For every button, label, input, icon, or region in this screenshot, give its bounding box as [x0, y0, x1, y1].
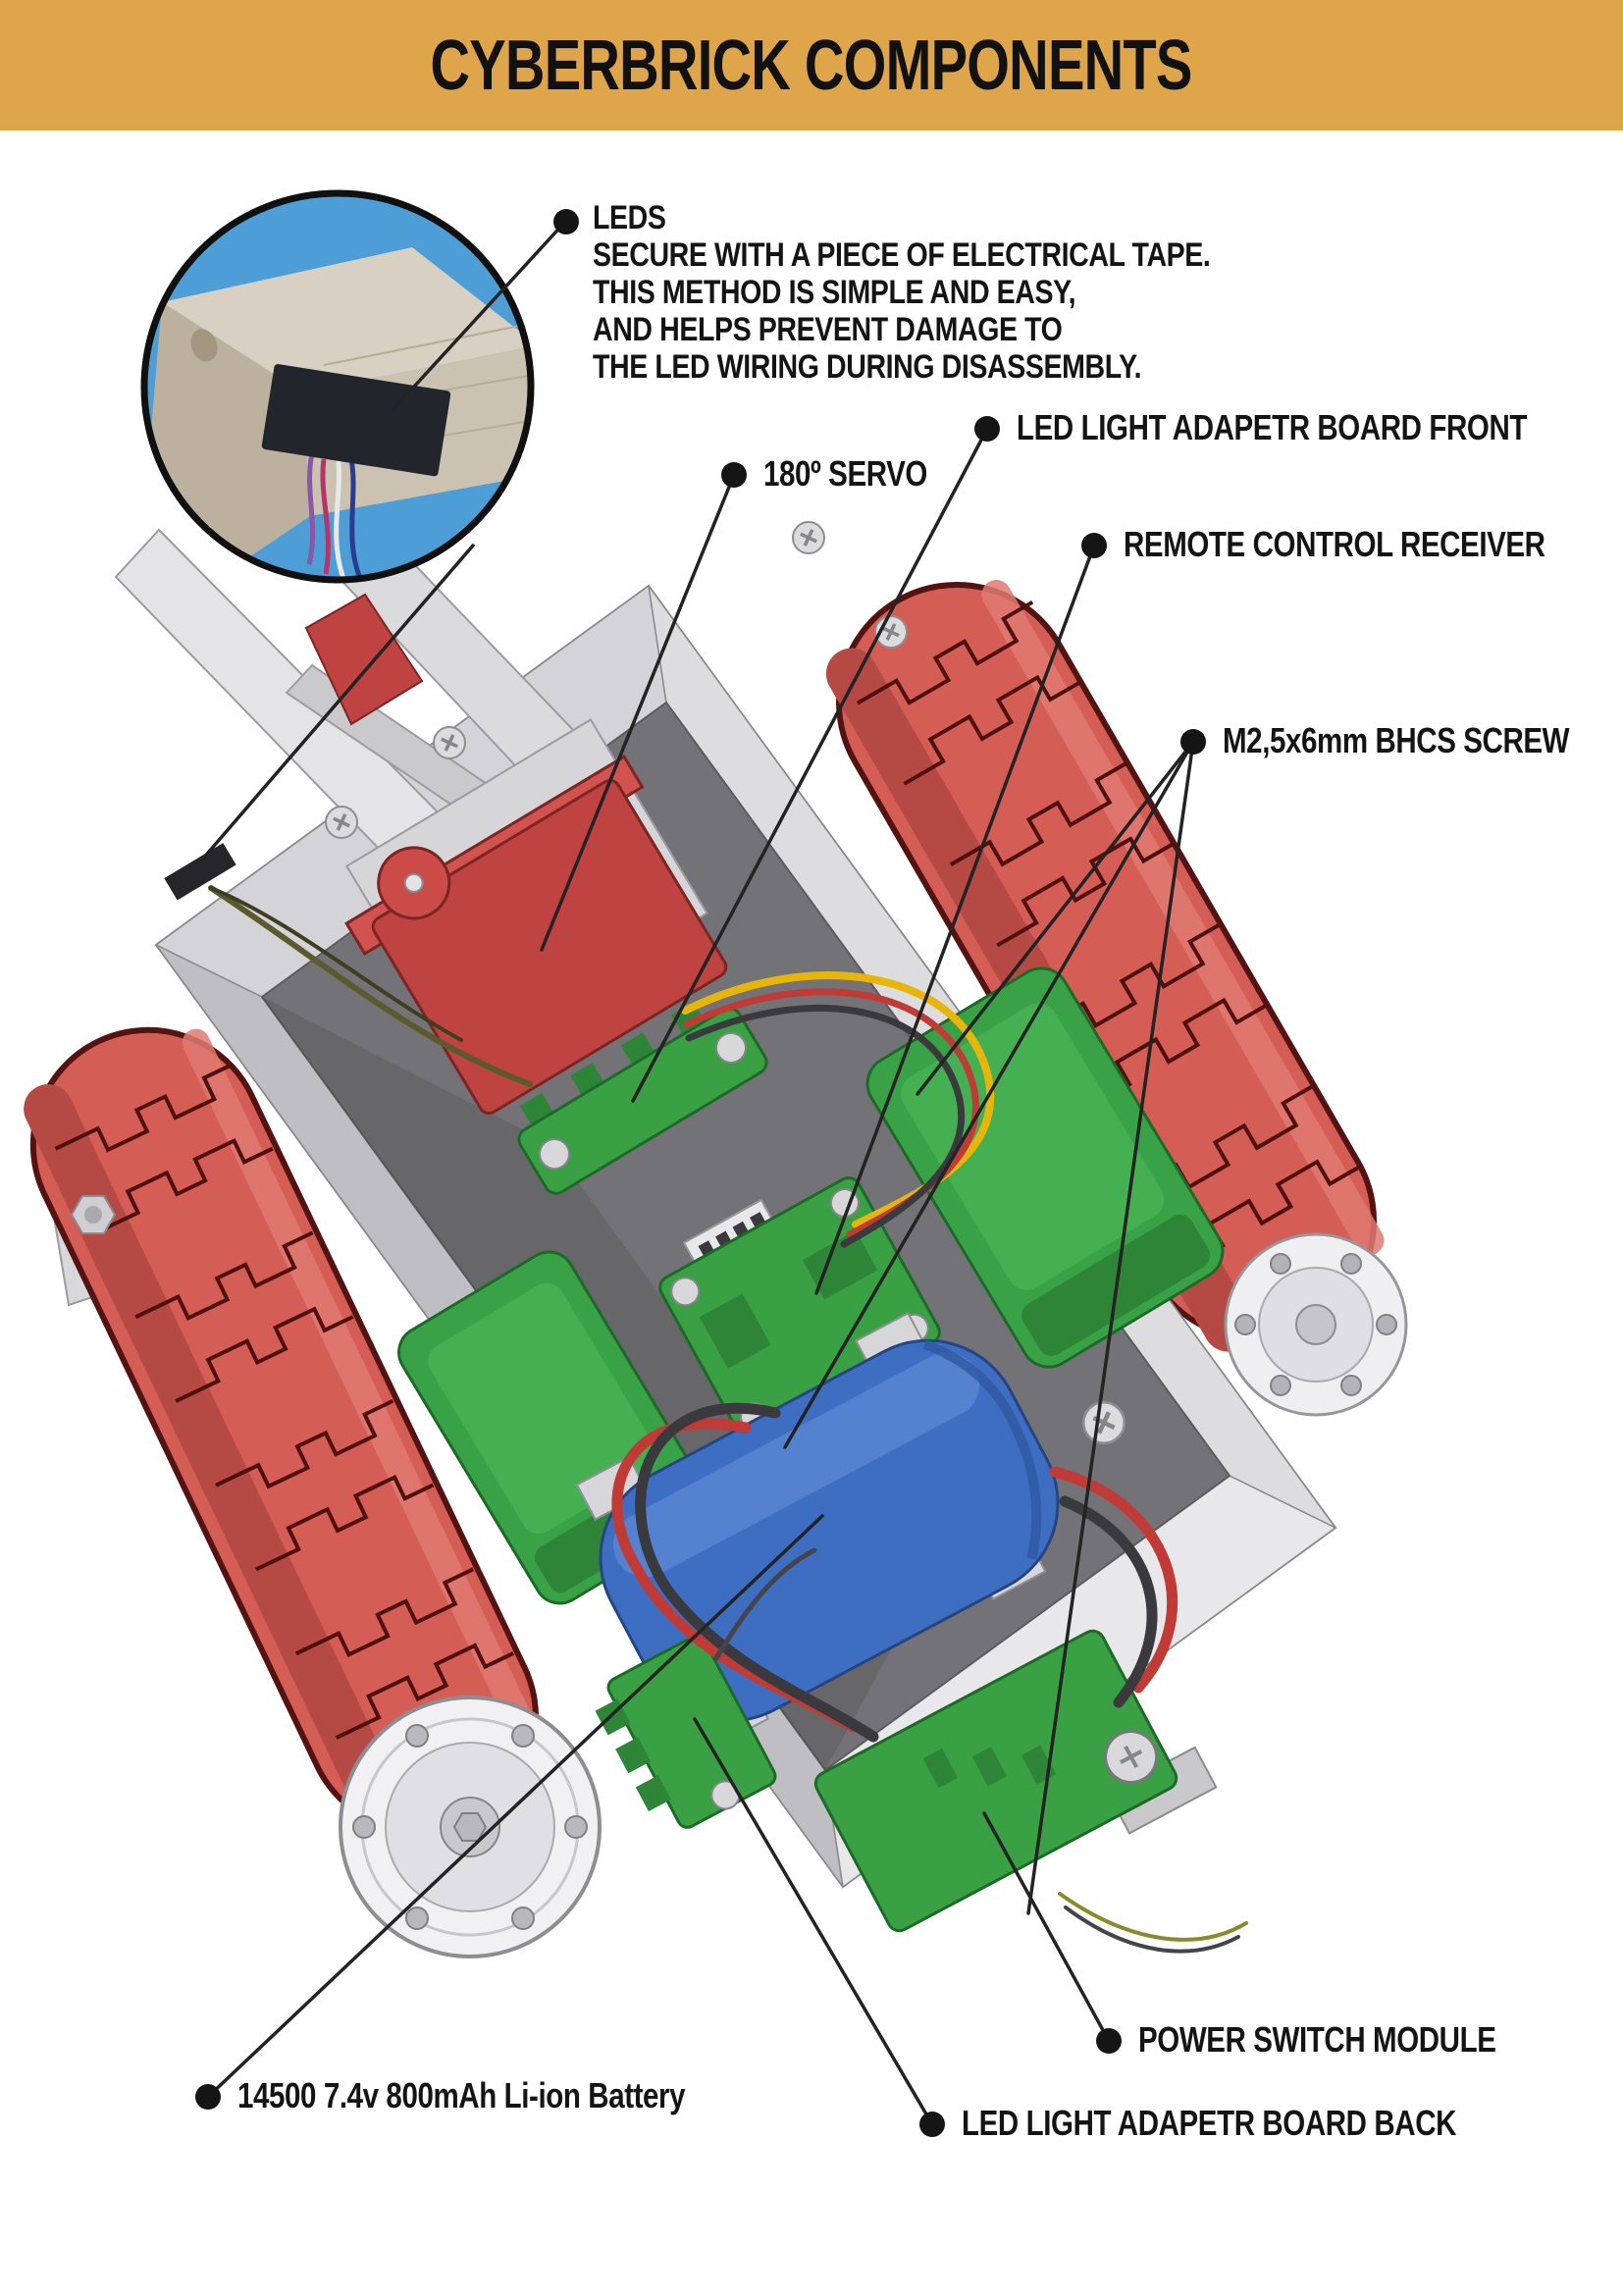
leader-battery: [206, 1514, 824, 2099]
leader-screw-2: [783, 740, 1195, 1449]
screw-dot: [1180, 729, 1206, 755]
header: CYBERBRICK COMPONENTS: [0, 0, 1623, 130]
led-wire-purple: [306, 452, 316, 565]
remote-receiver-label: REMOTE CONTROL RECEIVER: [1124, 524, 1545, 564]
led-front-dot: [974, 416, 1000, 442]
leader-screw-1: [916, 740, 1195, 1096]
leader-servo: [540, 473, 736, 952]
leds-label-line1: SECURE WITH A PIECE OF ELECTRICAL TAPE.: [593, 236, 1211, 274]
led-adapter-front-label: LED LIGHT ADAPETR BOARD FRONT: [1017, 407, 1527, 447]
bhcs-screw-label: M2,5x6mm BHCS SCREW: [1223, 720, 1570, 760]
leds-label: LEDS SECURE WITH A PIECE OF ELECTRICAL T…: [593, 199, 1211, 386]
leader-receiver: [814, 544, 1096, 1295]
leader-inset-to-chassis: [200, 544, 475, 861]
leader-screw-3: [1026, 740, 1195, 1915]
wiring: [208, 885, 1248, 1954]
led-wire-blue: [348, 458, 364, 577]
leds-label-line2: THIS METHOD IS SIMPLE AND EASY,: [593, 274, 1076, 311]
led-adapter-board-back: [595, 1635, 777, 1829]
power-switch-module: [813, 1629, 1218, 1933]
leds-label-line4: THE LED WIRING DURING DISASSEMBLY.: [593, 348, 1142, 386]
leds-label-title: LEDS: [593, 199, 666, 236]
led-back-dot: [919, 2112, 945, 2137]
left-track: [24, 1026, 602, 1958]
receiver-dot: [1081, 533, 1107, 558]
page-title: CYBERBRICK COMPONENTS: [430, 26, 1193, 105]
leader-power-switch: [982, 1811, 1111, 2043]
fork-lever: [304, 593, 424, 726]
leds-label-line3: AND HELPS PREVENT DAMAGE TO: [593, 311, 1063, 348]
leader-led-front: [631, 427, 989, 1103]
led-adapter-back-label: LED LIGHT ADAPETR BOARD BACK: [962, 2103, 1457, 2143]
servo-180: [344, 755, 728, 1116]
leds-dot: [553, 209, 579, 235]
inset-circle-border: [140, 189, 535, 584]
leader-leds: [391, 220, 567, 412]
servo-dot: [721, 462, 747, 488]
leader-lines: [200, 220, 1195, 2126]
battery-dot: [195, 2084, 221, 2110]
inset-photo: [140, 189, 535, 584]
led-strip: [164, 843, 236, 901]
power-switch-dot: [1096, 2028, 1122, 2054]
power-switch-label: POWER SWITCH MODULE: [1138, 2019, 1496, 2060]
led-wire-red: [320, 458, 331, 575]
leader-led-back: [693, 1717, 934, 2126]
led-wire-white: [334, 460, 346, 577]
servo-label: 180º SERVO: [763, 453, 927, 494]
battery-label: 14500 7.4v 800mAh Li-ion Battery: [237, 2075, 686, 2115]
electrical-tape: [261, 364, 451, 477]
battery-14500: [575, 1311, 1060, 1748]
